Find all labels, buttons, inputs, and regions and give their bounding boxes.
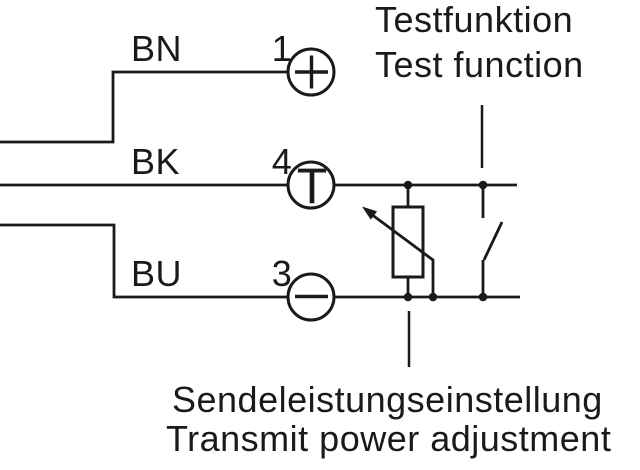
- bu-wire: [0, 223, 520, 299]
- transmit-power-label-de: Sendeleistungseinstellung: [172, 379, 603, 420]
- test-function-label-de: Testfunktion: [375, 0, 574, 40]
- bu-label: BU: [131, 253, 183, 294]
- plus-terminal-icon: [286, 47, 336, 97]
- junction-dot: [403, 180, 413, 190]
- potentiometer-icon: [362, 186, 435, 296]
- bn-wire: [0, 70, 288, 144]
- switch-icon: [481, 186, 504, 296]
- bn-pin-number: 1: [271, 28, 293, 69]
- test-function-label-en: Test function: [375, 44, 584, 85]
- test-terminal-letter: T: [297, 158, 328, 214]
- junction-dots: [403, 180, 488, 302]
- bk-label: BK: [131, 141, 181, 182]
- junction-dot: [403, 292, 413, 302]
- junction-dot: [478, 292, 488, 302]
- bk-pin-number: 4: [271, 141, 293, 182]
- test-terminal-icon: T: [286, 158, 336, 214]
- minus-terminal-icon: [286, 272, 336, 322]
- junction-dot: [428, 292, 438, 302]
- transmit-power-label-en: Transmit power adjustment: [166, 418, 612, 459]
- bu-pin-number: 3: [271, 253, 293, 294]
- leader-lines: [407, 105, 484, 367]
- bn-label: BN: [131, 28, 183, 69]
- junction-dot: [478, 180, 488, 190]
